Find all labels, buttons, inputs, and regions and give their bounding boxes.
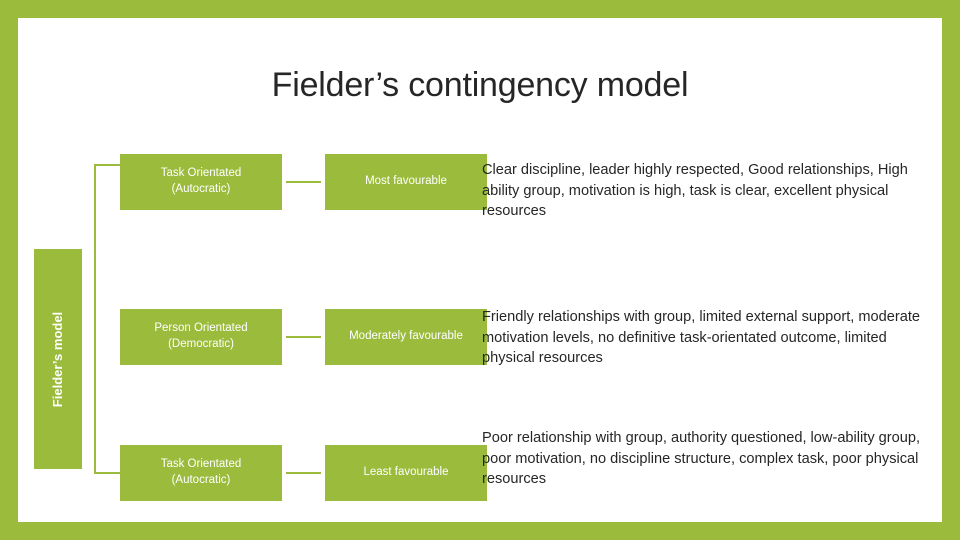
description-1: Clear discipline, leader highly respecte… <box>482 162 908 220</box>
leadership-style-line1: Task Orientated <box>160 167 242 180</box>
row-connector-1 <box>286 181 321 183</box>
row-least-favourable: Task Orientated (Autocratic) Least favou… <box>18 445 942 501</box>
model-label-bar <box>34 249 82 469</box>
leadership-style-line2: (Autocratic) <box>171 183 231 195</box>
leadership-style-box-1: Task Orientated (Autocratic) <box>120 154 282 210</box>
page-title: Fielder’s contingency model <box>271 66 689 104</box>
favourability-box-3: Least favourable <box>325 445 487 501</box>
favourability-box-2: Moderately favourable <box>325 309 487 365</box>
row-connector-3 <box>286 472 321 474</box>
leadership-style-box-3: Task Orientated (Autocratic) <box>120 445 282 501</box>
slide-content-area: Fielder’s contingency model Fielder’s mo… <box>18 18 942 522</box>
row-most-favourable: Task Orientated (Autocratic) Most favour… <box>18 154 942 210</box>
description-2: Friendly relationships with group, limit… <box>482 309 921 367</box>
leadership-style-line1: Task Orientated <box>160 458 242 471</box>
row-connector-2 <box>286 336 321 338</box>
leadership-style-line1: Person Orientated <box>154 322 248 335</box>
leadership-style-line2: (Democratic) <box>168 338 234 350</box>
description-3: Poor relationship with group, authority … <box>482 430 921 488</box>
row-moderately-favourable: Person Orientated (Democratic) Moderatel… <box>18 309 942 365</box>
leadership-style-line2: (Autocratic) <box>171 474 231 486</box>
favourability-box-1: Most favourable <box>325 154 487 210</box>
leadership-style-box-2: Person Orientated (Democratic) <box>120 309 282 365</box>
bracket-connector <box>94 164 120 474</box>
